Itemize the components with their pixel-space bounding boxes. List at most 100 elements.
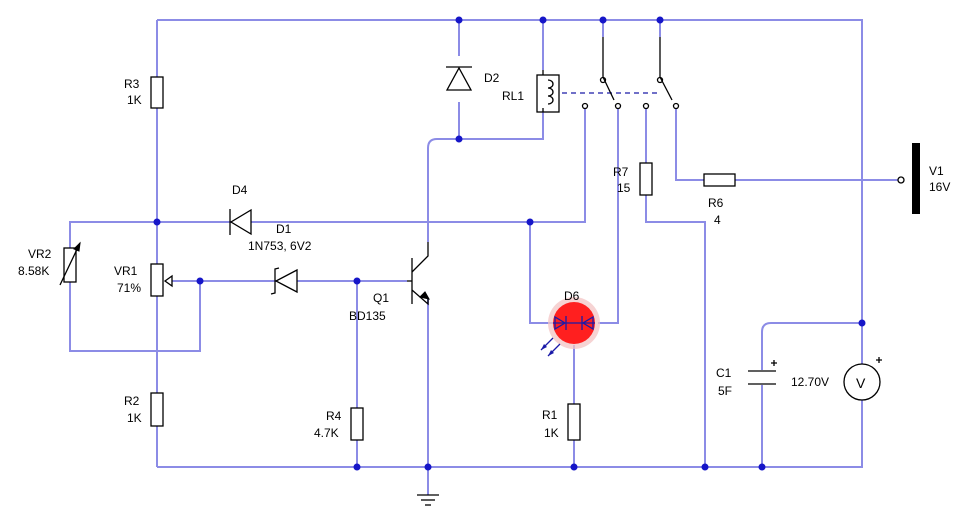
rl1-contact-no1 bbox=[614, 102, 622, 110]
d1-bar-icon bbox=[270, 267, 280, 295]
wire-d4-row bbox=[157, 108, 586, 223]
r2-value-label: 1K bbox=[127, 411, 142, 425]
d4-triangle-icon bbox=[229, 208, 252, 236]
q1-value-label: BD135 bbox=[349, 309, 386, 323]
v1-terminal bbox=[897, 176, 905, 184]
junction-node bbox=[153, 218, 161, 226]
q1-collector-lead-icon bbox=[411, 242, 429, 273]
r6-ref-label: R6 bbox=[708, 196, 724, 210]
d2-ref-label: D2 bbox=[484, 71, 500, 85]
junction-node bbox=[424, 463, 432, 471]
wire-top-rail bbox=[157, 19, 863, 323]
wire-vr2-loop bbox=[69, 221, 201, 352]
wire-relay-commons bbox=[602, 20, 661, 37]
d2-triangle-icon bbox=[445, 66, 473, 91]
voltmeter-plus-sign-icon bbox=[876, 357, 882, 363]
relay-rl1[interactable] bbox=[536, 37, 680, 113]
vr2-value-label: 8.58K bbox=[18, 264, 49, 278]
d1-triangle-icon bbox=[274, 268, 298, 294]
voltage-source-v1[interactable] bbox=[897, 143, 920, 214]
rl1-contact-nc2 bbox=[642, 102, 650, 110]
r2-ref-label: R2 bbox=[124, 394, 140, 408]
voltmeter-reading: 12.70V bbox=[791, 375, 829, 389]
wire-r6 bbox=[675, 108, 900, 181]
vr2-ref-label: VR2 bbox=[28, 247, 52, 261]
vr2-arrowhead-icon bbox=[73, 241, 81, 252]
junction-node bbox=[455, 16, 463, 24]
rl1-coil-winding-icon bbox=[547, 79, 554, 105]
junction-node bbox=[526, 218, 534, 226]
rl1-switch-arm1-icon bbox=[602, 37, 615, 101]
v1-plate[interactable] bbox=[912, 143, 920, 214]
r6-value-label: 4 bbox=[714, 213, 721, 227]
vr1-body[interactable] bbox=[150, 263, 164, 297]
c1-value-label: 5F bbox=[718, 384, 732, 398]
resistor-r6[interactable] bbox=[703, 173, 736, 187]
vr1-value-label: 71% bbox=[117, 281, 141, 295]
wire-c1 bbox=[761, 322, 862, 467]
zener-diode-d1[interactable] bbox=[270, 267, 298, 295]
transistor-q1[interactable] bbox=[407, 242, 430, 306]
r4-value-label: 4.7K bbox=[314, 426, 339, 440]
junction-node bbox=[858, 319, 866, 327]
voltmeter-body[interactable] bbox=[843, 363, 881, 401]
rl1-contact-nc1 bbox=[581, 102, 589, 110]
capacitor-c1[interactable] bbox=[748, 360, 777, 385]
vr1-wiper-icon[interactable] bbox=[163, 274, 173, 288]
led-d6[interactable] bbox=[540, 297, 600, 357]
voltmeter-symbol: V bbox=[856, 375, 866, 391]
rl1-ref-label: RL1 bbox=[502, 89, 524, 103]
d4-ref-label: D4 bbox=[232, 183, 248, 197]
q1-emitter-lead-icon bbox=[411, 289, 429, 306]
junction-node bbox=[701, 463, 709, 471]
diode-d4[interactable] bbox=[229, 208, 252, 236]
wires bbox=[69, 19, 900, 495]
d6-light-arrowhead-icon bbox=[541, 344, 554, 356]
r3-ref-label: R3 bbox=[124, 77, 140, 91]
r3-value-label: 1K bbox=[127, 93, 142, 107]
junction-node bbox=[539, 16, 547, 24]
variable-resistor-vr2[interactable] bbox=[59, 241, 81, 286]
wire-d6-left bbox=[529, 222, 553, 324]
junction-node bbox=[353, 277, 361, 285]
vr1-ref-label: VR1 bbox=[114, 264, 138, 278]
d6-right-diode-icon bbox=[581, 315, 594, 331]
resistor-r3[interactable] bbox=[150, 76, 164, 109]
r1-value-label: 1K bbox=[544, 426, 559, 440]
r1-ref-label: R1 bbox=[542, 408, 558, 422]
voltmeter[interactable]: V bbox=[843, 357, 882, 401]
d6-left-diode-icon bbox=[553, 315, 595, 331]
junction-node bbox=[196, 277, 204, 285]
d1-ref-label: D1 bbox=[276, 222, 292, 236]
junction-nodes bbox=[153, 16, 866, 471]
q1-ref-label: Q1 bbox=[373, 291, 389, 305]
v1-ref-label: V1 bbox=[929, 164, 944, 178]
wire-d6-right bbox=[598, 108, 619, 324]
rl1-switch-arm2-icon bbox=[659, 37, 673, 101]
resistor-r1[interactable] bbox=[567, 403, 581, 441]
junction-node bbox=[455, 135, 463, 143]
r7-value-label: 15 bbox=[617, 181, 631, 195]
junction-node bbox=[656, 16, 664, 24]
wire-r7 bbox=[645, 108, 706, 467]
v1-value-label: 16V bbox=[929, 180, 950, 194]
c1-ref-label: C1 bbox=[716, 366, 732, 380]
d6-ref-label: D6 bbox=[564, 289, 580, 303]
resistor-r4[interactable] bbox=[350, 407, 364, 441]
resistor-r7[interactable] bbox=[639, 162, 653, 196]
junction-node bbox=[353, 463, 361, 471]
d1-value-label: 1N753, 6V2 bbox=[248, 239, 312, 253]
wire-q1-collector bbox=[427, 108, 544, 242]
c1-plus-sign-icon bbox=[771, 360, 777, 366]
resistor-r2[interactable] bbox=[150, 392, 164, 427]
junction-node bbox=[758, 463, 766, 471]
junction-node bbox=[599, 16, 607, 24]
ground-symbol-icon bbox=[417, 494, 439, 506]
wire-bottom-rail bbox=[157, 400, 863, 468]
r7-ref-label: R7 bbox=[613, 165, 629, 179]
q1-emitter-arrow-icon bbox=[419, 291, 430, 300]
potentiometer-vr1[interactable] bbox=[150, 263, 173, 297]
diode-d2[interactable] bbox=[445, 66, 473, 91]
